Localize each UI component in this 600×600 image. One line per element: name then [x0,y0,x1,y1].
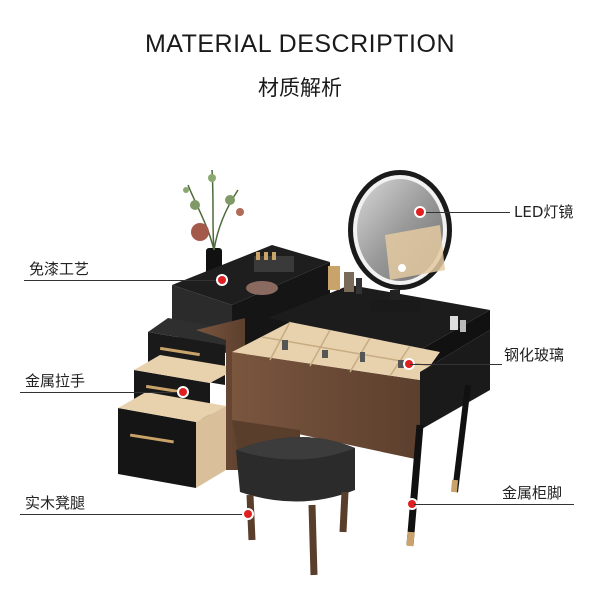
label-metal-cabinet-legs: 金属柜脚 [502,484,563,502]
label-paint-free: 免漆工艺 [29,260,90,278]
callout-dot-solid-wood-stool-legs [244,510,252,518]
desk-top [268,285,490,350]
callout-line-solid-wood-stool-legs [20,514,248,515]
callout-dot-metal-handle [179,388,187,396]
callout-dot-metal-cabinet-legs [408,500,416,508]
callout-line-metal-cabinet-legs [414,504,574,505]
callout-dot-paint-free [218,276,226,284]
plant-decoration [183,169,244,276]
desk-metal-legs [406,384,471,547]
desk-front-panel [232,352,420,460]
label-metal-handle: 金属拉手 [25,372,86,390]
callout-dot-tempered-glass [405,360,413,368]
callout-dot-led-mirror [416,208,424,216]
label-solid-wood-stool-legs: 实木凳腿 [25,494,86,512]
callout-line-led-mirror [420,212,510,213]
stool [236,436,355,576]
glass-drawer-compartments [232,322,440,380]
label-led-mirror: LED灯镜 [514,203,574,221]
title-chinese: 材质解析 [258,76,342,100]
title-english: MATERIAL DESCRIPTION [144,30,456,58]
led-mirror [348,170,452,312]
callout-line-paint-free [24,280,222,281]
cosmetic-palette [246,281,278,295]
callout-line-tempered-glass [410,364,502,365]
label-tempered-glass: 钢化玻璃 [504,346,565,364]
left-drawer-stack [118,318,245,488]
callout-line-metal-handle [20,392,183,393]
desk-cosmetics [328,266,466,332]
